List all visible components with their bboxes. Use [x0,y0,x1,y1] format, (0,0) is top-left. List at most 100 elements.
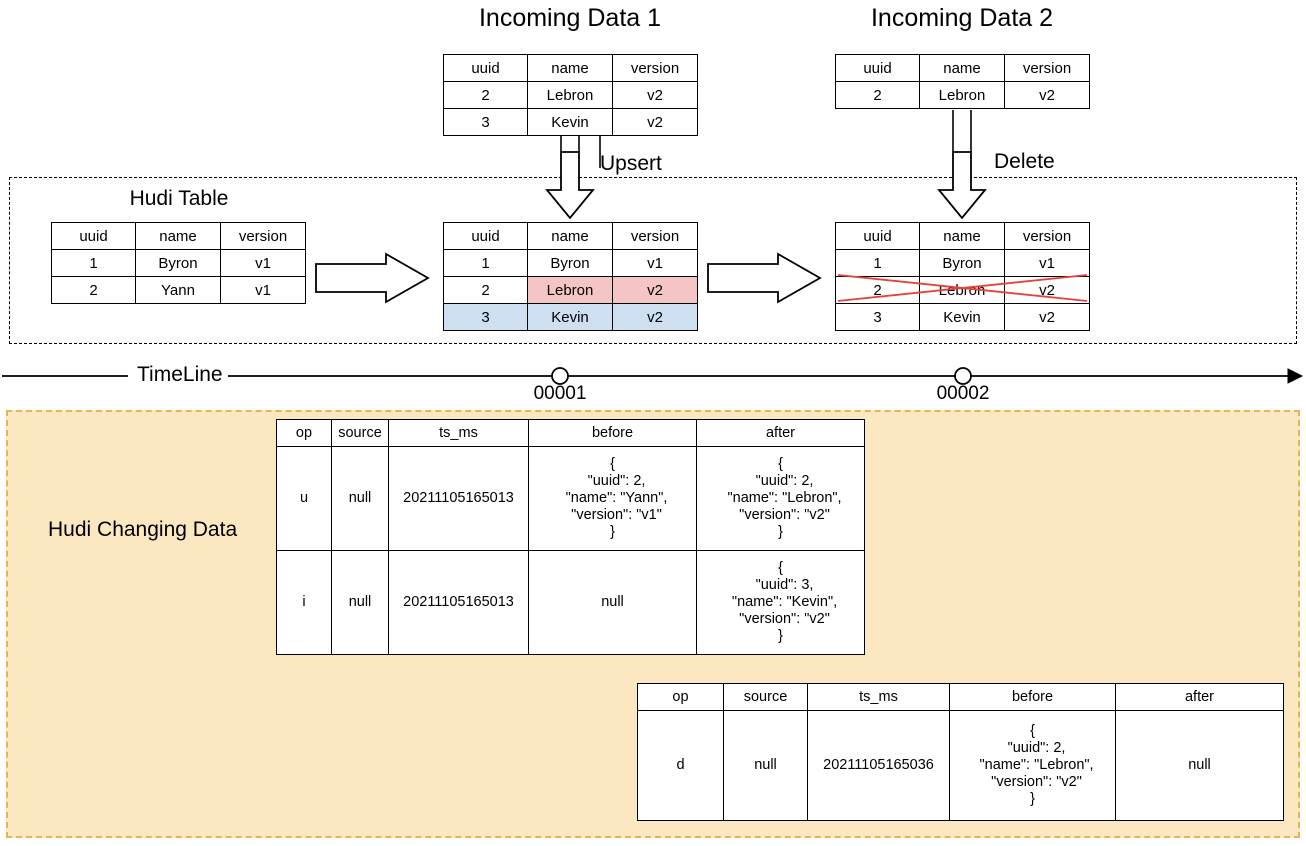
cell-uuid: 1 [835,249,920,277]
column-header-ts-ms: ts_ms [388,419,529,447]
delete-label: Delete [994,150,1055,173]
cell-source: null [331,446,389,551]
column-header-name: name [135,222,221,250]
cell-before: null [528,550,697,655]
column-header-op: op [637,683,724,711]
table-header-row: op source ts_ms before after [276,419,865,447]
cdc-table-delete: op source ts_ms before after d null 2021… [637,683,1284,821]
cell-name: Byron [135,249,221,277]
column-header-uuid: uuid [835,54,920,82]
incoming-data-2-table: uuid name version 2 Lebron v2 [835,54,1090,109]
table-row: 2 Lebron v2 [443,81,698,109]
table-row: 2 Yann v1 [51,276,306,304]
timeline-label: TimeLine [131,363,229,387]
timeline-tick-00002 [954,367,972,385]
cell-version: v2 [612,108,698,136]
column-header-version: version [612,54,698,82]
cell-version: v2 [1004,81,1090,109]
cell-ts-ms: 20211105165013 [388,446,529,551]
cell-source: null [331,550,389,655]
cell-uuid: 1 [51,249,136,277]
cell-after: null [1115,710,1284,821]
column-header-uuid: uuid [51,222,136,250]
cell-name: Lebron [527,276,613,304]
column-header-name: name [527,54,613,82]
cell-version: v2 [612,81,698,109]
timeline-arrowhead-icon [1287,368,1304,384]
cell-version: v2 [612,276,698,304]
column-header-before: before [528,419,697,447]
column-header-name: name [527,222,613,250]
hudi-table-after-upsert: uuid name version 1 Byron v1 2 Lebron v2… [443,222,698,331]
hudi-table-region [9,177,1297,344]
cell-name: Kevin [919,303,1005,331]
hudi-changing-data-label: Hudi Changing Data [48,518,238,541]
cell-source: null [723,710,808,821]
table-row: 1 Byron v1 [51,249,306,277]
column-header-ts-ms: ts_ms [807,683,950,711]
hudi-table-after-delete: uuid name version 1 Byron v1 2 Lebron v2… [835,222,1090,331]
cell-before: { "uuid": 2, "name": "Yann", "version": … [528,446,697,551]
cell-name: Lebron [919,81,1005,109]
table-header-row: uuid name version [835,54,1090,82]
column-header-uuid: uuid [443,54,528,82]
incoming-2-connector-lines [952,110,972,152]
table-row: u null 20211105165013 { "uuid": 2, "name… [276,446,865,551]
cell-op: i [276,550,332,655]
column-header-after: after [696,419,865,447]
table-row-inserted: 3 Kevin v2 [443,303,698,331]
column-header-version: version [220,222,306,250]
cell-op: u [276,446,332,551]
cell-uuid: 2 [443,276,528,304]
column-header-after: after [1115,683,1284,711]
incoming-data-2-title: Incoming Data 2 [870,4,1054,32]
incoming-data-1-table: uuid name version 2 Lebron v2 3 Kevin v2 [443,54,698,136]
cell-after: { "uuid": 2, "name": "Lebron", "version"… [696,446,865,551]
cell-version: v1 [220,276,306,304]
cell-version: v1 [612,249,698,277]
table-row: d null 20211105165036 { "uuid": 2, "name… [637,710,1284,821]
table-header-row: op source ts_ms before after [637,683,1284,711]
table-row: 3 Kevin v2 [443,108,698,136]
table-row: 3 Kevin v2 [835,303,1090,331]
cell-version: v1 [220,249,306,277]
incoming-1-connector-lines [560,136,601,168]
column-header-uuid: uuid [835,222,920,250]
column-header-name: name [919,222,1005,250]
cell-name: Lebron [527,81,613,109]
cell-uuid: 3 [443,303,528,331]
cell-before: { "uuid": 2, "name": "Lebron", "version"… [949,710,1116,821]
table-row: 2 Lebron v2 [835,81,1090,109]
cell-version: v2 [612,303,698,331]
table-header-row: uuid name version [835,222,1090,250]
column-header-source: source [723,683,808,711]
cell-name: Byron [527,249,613,277]
incoming-data-1-title: Incoming Data 1 [478,4,662,32]
cell-name: Kevin [527,303,613,331]
column-header-uuid: uuid [443,222,528,250]
cell-uuid: 2 [835,81,920,109]
cell-version: v2 [1004,303,1090,331]
cell-after: { "uuid": 3, "name": "Kevin", "version":… [696,550,865,655]
column-header-op: op [276,419,332,447]
table-row-deleted: 2 Lebron v2 [835,276,1090,304]
cell-name: Lebron [919,276,1005,304]
cell-op: d [637,710,724,821]
table-header-row: uuid name version [51,222,306,250]
cell-uuid: 2 [835,276,920,304]
cell-version: v1 [1004,249,1090,277]
cell-uuid: 2 [443,81,528,109]
upsert-label: Upsert [600,152,662,175]
column-header-name: name [919,54,1005,82]
column-header-source: source [331,419,389,447]
cell-uuid: 3 [835,303,920,331]
cell-ts-ms: 20211105165013 [388,550,529,655]
table-row: i null 20211105165013 null { "uuid": 3, … [276,550,865,655]
cell-uuid: 3 [443,108,528,136]
cell-name: Kevin [527,108,613,136]
hudi-table-title: Hudi Table [129,187,229,210]
cell-ts-ms: 20211105165036 [807,710,950,821]
column-header-version: version [612,222,698,250]
column-header-version: version [1004,54,1090,82]
cell-uuid: 1 [443,249,528,277]
